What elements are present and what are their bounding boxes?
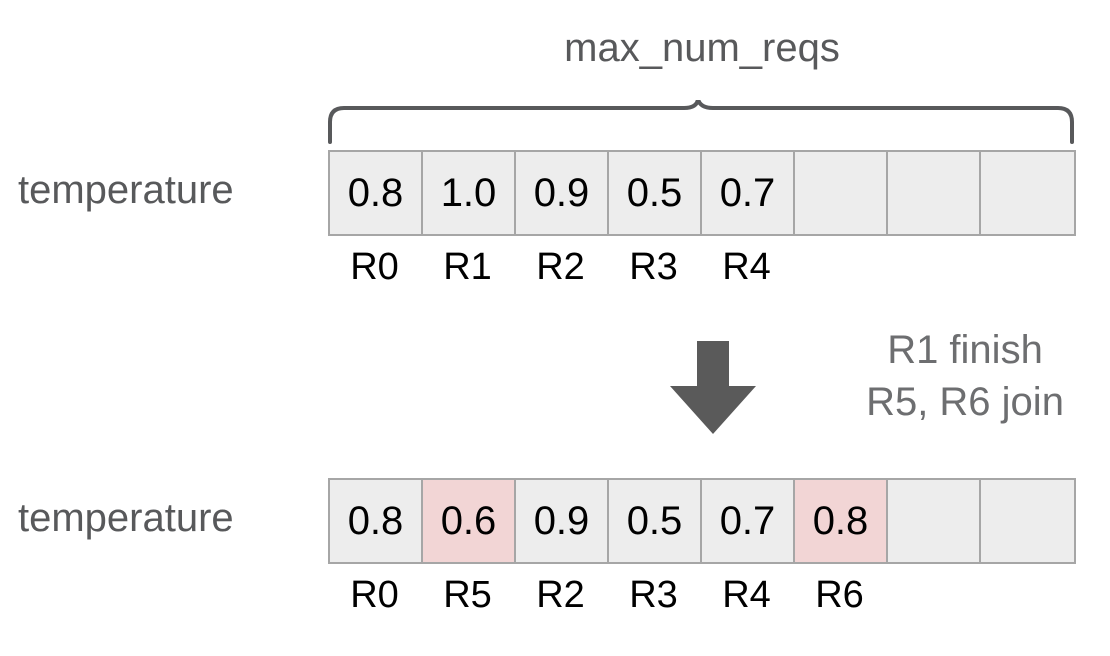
buffer-cell[interactable]: 0.7	[702, 152, 795, 234]
request-tick: R6	[815, 574, 864, 616]
buffer-cell[interactable]: 1.0	[423, 152, 516, 234]
request-tick: R4	[722, 246, 771, 288]
buffer-cell[interactable]: 0.8	[330, 152, 423, 234]
request-ticks-before: R0 R1 R2 R3 R4	[328, 242, 1072, 292]
request-tick-empty	[793, 242, 886, 292]
buffer-cell[interactable]: 0.9	[516, 480, 609, 562]
buffer-cell[interactable]: 0.9	[516, 152, 609, 234]
temperature-buffer-after: 0.8 0.6 0.9 0.5 0.7 0.8	[328, 478, 1076, 564]
transition-note-line-1: R1 finish	[887, 328, 1043, 372]
buffer-cell[interactable]: 0.5	[609, 480, 702, 562]
request-tick: R3	[629, 574, 678, 616]
down-arrow-icon	[668, 341, 758, 435]
buffer-cell-empty[interactable]	[981, 480, 1074, 562]
temperature-buffer-before: 0.8 1.0 0.9 0.5 0.7	[328, 150, 1076, 236]
transition-note-line-2: R5, R6 join	[866, 380, 1064, 424]
buffer-cell-empty[interactable]	[981, 152, 1074, 234]
buffer-cell-empty[interactable]	[795, 152, 888, 234]
curly-brace-icon	[328, 100, 1074, 144]
request-tick: R4	[722, 574, 771, 616]
buffer-cell-empty[interactable]	[888, 480, 981, 562]
brace-caption-max-num-reqs: max_num_reqs	[564, 26, 840, 70]
row-label-temperature-after: temperature	[18, 496, 234, 540]
buffer-cell-highlighted[interactable]: 0.8	[795, 480, 888, 562]
transition-note: R1 finish R5, R6 join	[840, 324, 1090, 428]
request-ticks-after: R0 R5 R2 R3 R4 R6	[328, 570, 1072, 620]
request-tick-empty	[979, 242, 1072, 292]
request-tick: R5	[443, 574, 492, 616]
request-tick: R2	[536, 574, 585, 616]
buffer-cell-empty[interactable]	[888, 152, 981, 234]
buffer-cell[interactable]: 0.5	[609, 152, 702, 234]
buffer-cell[interactable]: 0.7	[702, 480, 795, 562]
request-tick: R0	[350, 574, 399, 616]
row-label-temperature-before: temperature	[18, 168, 234, 212]
request-tick: R3	[629, 246, 678, 288]
request-tick-empty	[979, 570, 1072, 620]
request-tick-empty	[886, 570, 979, 620]
buffer-cell-highlighted[interactable]: 0.6	[423, 480, 516, 562]
request-tick: R0	[350, 246, 399, 288]
request-tick: R1	[443, 246, 492, 288]
request-tick-empty	[886, 242, 979, 292]
request-tick: R2	[536, 246, 585, 288]
buffer-cell[interactable]: 0.8	[330, 480, 423, 562]
